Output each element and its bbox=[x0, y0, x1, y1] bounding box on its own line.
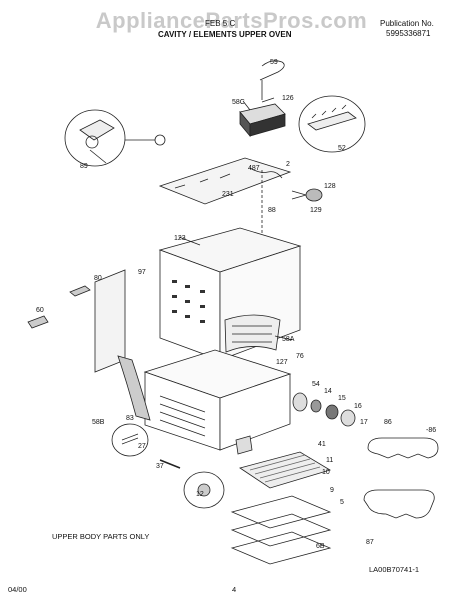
callout-14: 14 bbox=[324, 388, 332, 395]
callout-58b: 58B bbox=[92, 419, 105, 426]
page-title: CAVITY / ELEMENTS UPPER OVEN bbox=[158, 30, 292, 39]
callout-128: 128 bbox=[324, 183, 336, 190]
callout-16: 16 bbox=[354, 403, 362, 410]
top-plate-part bbox=[158, 157, 292, 205]
callout-89: 89 bbox=[80, 163, 88, 170]
model-number: FEB 5 C bbox=[205, 19, 236, 28]
connector-part bbox=[291, 188, 323, 202]
callout-60: 60 bbox=[36, 307, 44, 314]
callout-15: 15 bbox=[338, 395, 346, 402]
callout-87: 87 bbox=[366, 539, 374, 546]
page-number: 4 bbox=[232, 585, 237, 594]
callout-76: 76 bbox=[296, 353, 304, 360]
callout-11: 11 bbox=[326, 457, 333, 464]
callout-5: 5 bbox=[340, 499, 344, 506]
callout-37: 37 bbox=[156, 463, 164, 470]
callout-17: 17 bbox=[360, 419, 368, 426]
callout-2: 2 bbox=[286, 161, 290, 168]
callout-6b: 6B bbox=[316, 543, 325, 550]
detail-circle-27 bbox=[111, 423, 149, 457]
callout-80: 80 bbox=[94, 275, 102, 282]
callout-487: 487 bbox=[248, 165, 260, 172]
rack-part bbox=[230, 495, 332, 529]
grill-plate-part bbox=[239, 451, 331, 489]
callout-86-right: -86 bbox=[426, 427, 436, 434]
callout-127: 127 bbox=[276, 359, 288, 366]
callout-58c: 58C bbox=[232, 99, 245, 106]
callout-231: 231 bbox=[222, 191, 234, 198]
element-block-part bbox=[239, 103, 286, 138]
callout-97: 97 bbox=[138, 269, 146, 276]
callout-129: 129 bbox=[310, 207, 322, 214]
callout-10: 10 bbox=[322, 469, 330, 476]
detail-circle-89 bbox=[64, 109, 126, 167]
broil-element-part bbox=[367, 437, 439, 459]
callout-12: 12 bbox=[196, 491, 204, 498]
date: 04/00 bbox=[8, 585, 27, 594]
oven-cavity-part bbox=[158, 227, 302, 361]
callout-88: 88 bbox=[268, 207, 276, 214]
watermark: AppliancePartsPros.com bbox=[95, 8, 368, 33]
callout-41: 41 bbox=[318, 441, 326, 448]
publication-number: 5995336871 bbox=[386, 29, 431, 38]
drawing-number: LA00B70741-1 bbox=[369, 565, 420, 574]
callout-27: 27 bbox=[138, 443, 146, 450]
callout-126: 126 bbox=[282, 95, 294, 102]
publication-label: Publication No. bbox=[380, 19, 434, 28]
callout-123: 123 bbox=[174, 235, 186, 242]
detail-circle-12 bbox=[183, 471, 225, 509]
parts-note: UPPER BODY PARTS ONLY bbox=[52, 532, 150, 541]
callout-58a: 58A bbox=[282, 336, 295, 343]
element-58b-part bbox=[117, 355, 151, 421]
element-58a-part bbox=[224, 314, 281, 353]
callout-86: 86 bbox=[384, 419, 392, 426]
callout-9: 9 bbox=[330, 487, 334, 494]
callout-52: 52 bbox=[338, 145, 346, 152]
knob-assembly-part bbox=[292, 392, 356, 427]
bake-element-part bbox=[363, 489, 435, 519]
detail-circle-52 bbox=[298, 95, 366, 153]
callout-54: 54 bbox=[312, 381, 320, 388]
callout-59: 59 bbox=[270, 59, 278, 66]
callout-labels: 59 126 58C 52 89 487 2 231 128 129 88 12… bbox=[36, 59, 436, 550]
callout-83: 83 bbox=[126, 415, 134, 422]
sensor-bulb-part bbox=[259, 60, 285, 81]
